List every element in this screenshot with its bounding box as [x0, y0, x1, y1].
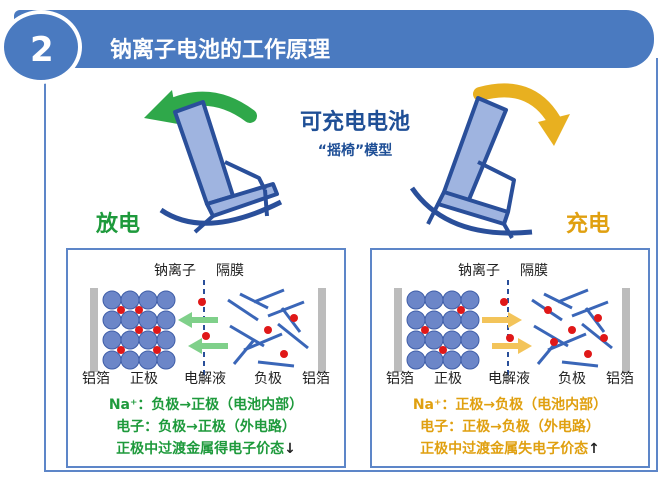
cathode-label: 正极: [130, 371, 158, 387]
al-foil-right-label: 铝箔: [302, 371, 330, 387]
al-foil-left-label: 铝箔: [82, 371, 110, 387]
anode-label: 负极: [558, 371, 586, 387]
rocking-chair-right-icon: [409, 96, 533, 239]
cathode-label: 正极: [434, 371, 462, 387]
discharge-note-text: 正极中过渡金属得电子价态: [116, 441, 285, 457]
center-subtitle: “摇椅”模型: [317, 143, 393, 159]
charge-arrow-icon: [473, 83, 570, 146]
cathode-spheres: [406, 290, 480, 370]
section-title: 钠离子电池的工作原理: [110, 38, 331, 63]
section-banner: 钠离子电池的工作原理: [14, 10, 654, 68]
charge-electron-flow: 电子：正极→负极（外电路）: [420, 419, 600, 435]
charge-title: 充电: [566, 212, 611, 237]
al-foil-left-label: 铝箔: [386, 371, 414, 387]
center-title: 可充电电池: [299, 110, 410, 135]
charge-cell-diagram: [394, 280, 630, 376]
charge-note-text: 正极中过渡金属失电子价态: [420, 441, 589, 457]
electrolyte-label: 电解液: [488, 371, 530, 387]
electrolyte-label: 电解液: [184, 371, 226, 387]
discharge-electron-flow: 电子：负极→正极（外电路）: [116, 419, 296, 435]
charge-ion-flow: Na⁺：正极→负极（电池内部）: [412, 397, 608, 413]
down-arrow-icon: ↓: [284, 441, 296, 457]
section-number: 2: [30, 30, 54, 70]
charge-panel: 钠离子 隔膜 铝箔 正极 电解液 负极 铝: [370, 248, 650, 468]
discharge-title: 放电: [96, 212, 141, 237]
discharge-cell-diagram: [90, 280, 326, 376]
anode-label: 负极: [254, 371, 282, 387]
rocking-chair-left-icon: [159, 100, 283, 234]
ion-label: 钠离子: [154, 263, 196, 279]
separator-label: 隔膜: [216, 263, 244, 279]
up-arrow-icon: ↑: [588, 441, 600, 457]
discharge-panel: 钠离子 隔膜 铝箔 正极 电解液 负极 铝: [66, 248, 346, 468]
discharge-arrow-icon: [144, 90, 257, 124]
al-foil-right-label: 铝箔: [606, 371, 634, 387]
separator-label: 隔膜: [520, 263, 548, 279]
section-number-badge: 2: [0, 10, 82, 84]
ion-label: 钠离子: [458, 263, 500, 279]
charge-note: 正极中过渡金属失电子价态↑: [372, 438, 648, 458]
cathode-spheres: [102, 290, 176, 370]
discharge-note: 正极中过渡金属得电子价态↓: [68, 438, 344, 458]
discharge-ion-flow: Na⁺：负极→正极（电池内部）: [108, 397, 304, 413]
